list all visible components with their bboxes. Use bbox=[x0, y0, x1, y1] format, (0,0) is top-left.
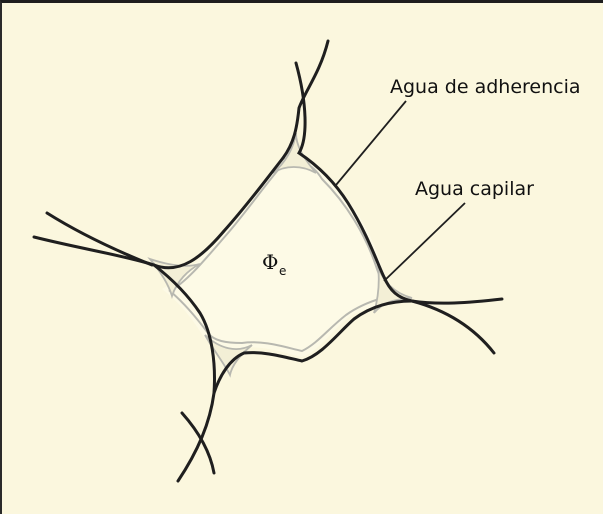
label-capillary-water: Agua capilar bbox=[415, 178, 534, 200]
grain-edge-top-arm bbox=[283, 41, 328, 158]
leader-line-adhesion bbox=[336, 101, 406, 185]
porosity-subscript: e bbox=[279, 264, 286, 278]
grain-edge-left-arm bbox=[47, 213, 152, 265]
porosity-symbol: Φ bbox=[262, 250, 278, 274]
leader-line-capillary bbox=[384, 203, 465, 281]
grain-edge-right-arm bbox=[412, 301, 494, 353]
label-adhesion-water: Agua de adherencia bbox=[390, 76, 581, 98]
pore-diagram: Agua de adherencia Agua capilar Φ e bbox=[2, 3, 603, 517]
